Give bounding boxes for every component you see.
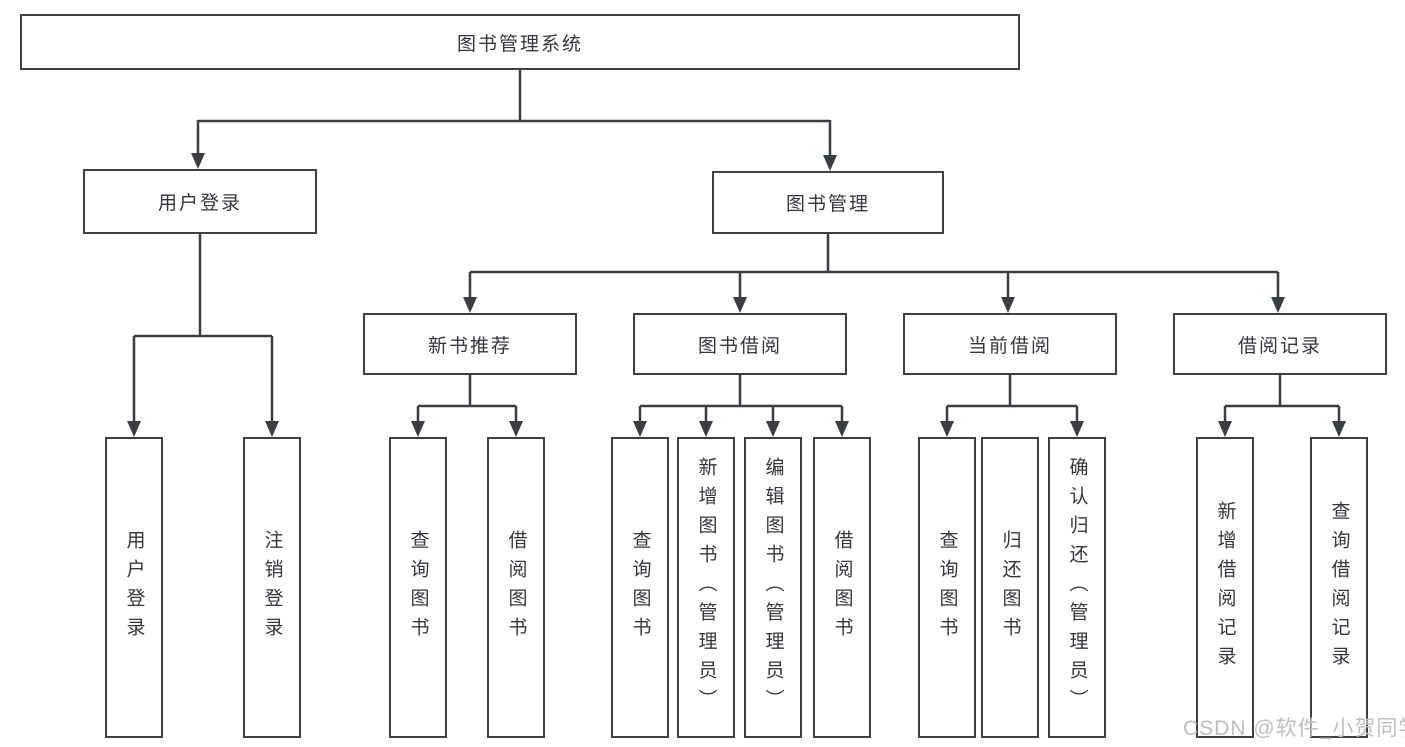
node-user-login: 用户登录 xyxy=(83,169,317,234)
leaf-query-borrow-record: 查询借阅记录 xyxy=(1310,437,1368,738)
node-root: 图书管理系统 xyxy=(20,14,1020,70)
leaf-query-books-recommend: 查询图书 xyxy=(389,437,447,738)
node-new-book-recommend: 新书推荐 xyxy=(363,313,577,375)
leaf-user-login: 用户登录 xyxy=(105,437,163,738)
leaf-edit-books-admin: 编辑图书（管理员） xyxy=(744,437,802,738)
leaf-logout: 注销登录 xyxy=(243,437,301,738)
leaf-borrow-books: 借阅图书 xyxy=(813,437,871,738)
node-borrow-records: 借阅记录 xyxy=(1173,313,1387,375)
leaf-return-books: 归还图书 xyxy=(981,437,1039,738)
watermark-text: CSDN @软件_小贺同学 xyxy=(1183,717,1405,740)
leaf-add-books-admin: 新增图书（管理员） xyxy=(677,437,735,738)
node-book-management: 图书管理 xyxy=(712,171,944,234)
leaf-add-borrow-record: 新增借阅记录 xyxy=(1196,437,1254,738)
node-current-borrow: 当前借阅 xyxy=(903,313,1117,375)
leaf-borrow-books-recommend: 借阅图书 xyxy=(487,437,545,738)
leaf-query-books-current: 查询图书 xyxy=(918,437,976,738)
node-book-borrow: 图书借阅 xyxy=(633,313,847,375)
leaf-confirm-return-admin: 确认归还（管理员） xyxy=(1048,437,1106,738)
leaf-query-books-borrow: 查询图书 xyxy=(611,437,669,738)
